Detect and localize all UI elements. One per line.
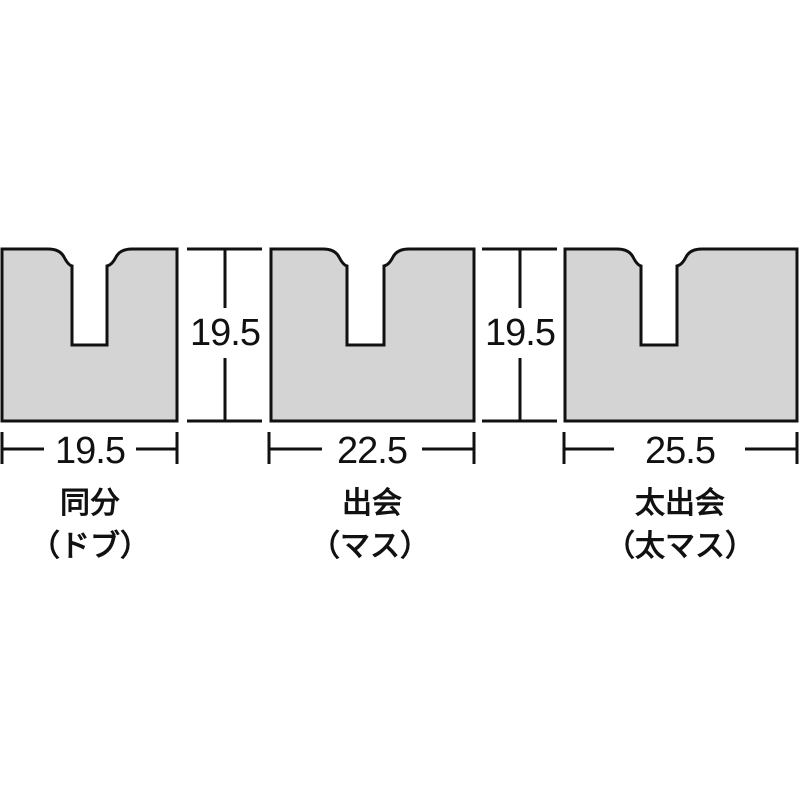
profile-block-futodeai <box>563 247 799 423</box>
height-dimension-2 <box>482 247 557 423</box>
height-label-2: 19.5 <box>485 312 556 354</box>
block-name-1: 同分 <box>60 486 120 521</box>
block-name-2: 出会 <box>342 486 402 521</box>
block-name-3: 太出会 <box>635 486 725 521</box>
block-alias-1: （ドブ） <box>30 529 150 564</box>
width-label-1: 19.5 <box>55 430 126 472</box>
width-dimension-1 <box>0 432 179 464</box>
height-label-1: 19.5 <box>190 312 261 354</box>
block-alias-3: （太マス） <box>605 529 755 564</box>
profile-block-douwake <box>0 247 179 423</box>
width-dimension-2 <box>267 432 476 464</box>
width-label-2: 22.5 <box>337 430 408 472</box>
width-dimension-3 <box>562 432 799 464</box>
block-alias-2: （マス） <box>310 529 430 564</box>
height-dimension-1 <box>187 247 262 423</box>
width-label-3: 25.5 <box>645 430 716 472</box>
profile-block-deai <box>269 247 476 423</box>
